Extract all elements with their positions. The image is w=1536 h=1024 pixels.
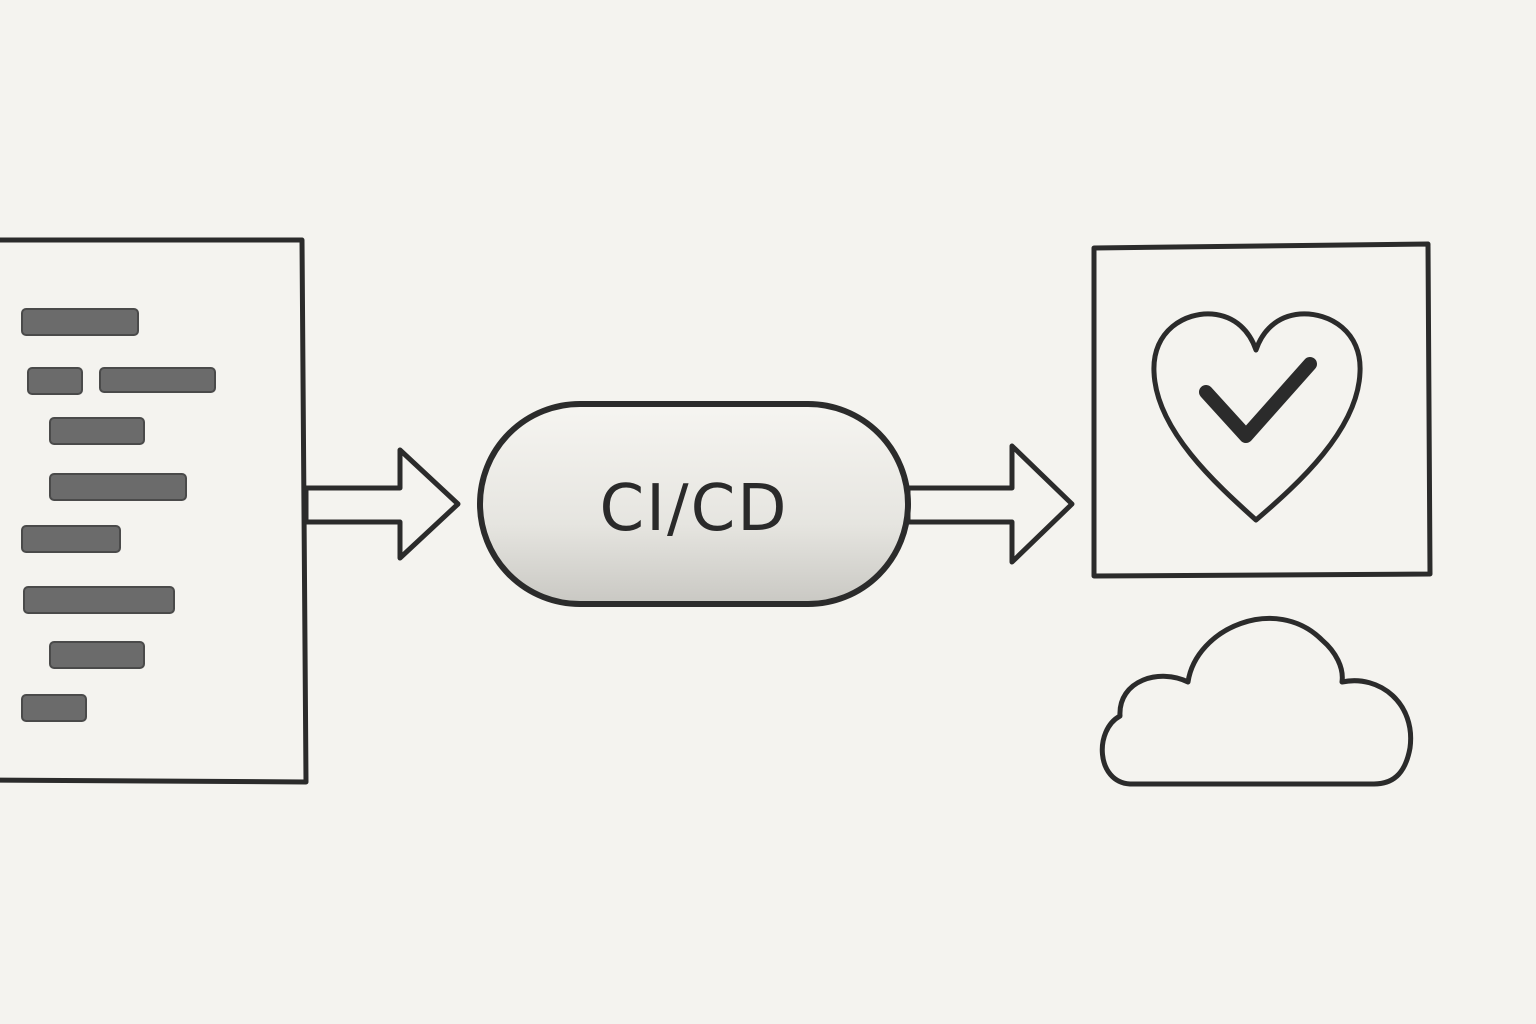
target-box-frame [1091, 241, 1433, 579]
code-line [23, 586, 175, 614]
arrow-to-target-icon [905, 443, 1075, 565]
code-line [49, 641, 145, 669]
cloud-icon [1099, 615, 1414, 787]
code-line [99, 367, 216, 393]
code-lines [21, 308, 216, 722]
code-line [21, 694, 87, 722]
pipeline-label: CI/CD [599, 472, 788, 546]
code-line [21, 525, 121, 553]
code-line [27, 367, 83, 395]
code-line [49, 473, 187, 501]
code-line [21, 308, 139, 336]
cloud-shape [1099, 615, 1414, 787]
code-document-icon [0, 237, 309, 785]
heart-icon [1151, 311, 1363, 523]
heart-check-icon [1091, 241, 1433, 579]
code-line [49, 417, 145, 445]
check-icon [1199, 357, 1317, 443]
arrow-to-pipeline-icon [303, 447, 461, 561]
pipeline-pill: CI/CD [477, 401, 911, 607]
